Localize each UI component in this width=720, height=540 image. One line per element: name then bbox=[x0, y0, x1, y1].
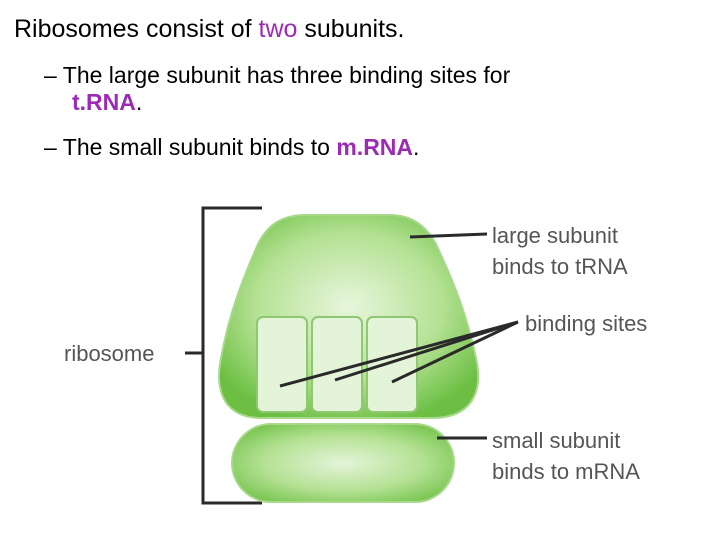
small-subunit-label: small subunit binds to mRNA bbox=[492, 425, 640, 487]
title-text-start: Ribosomes consist of bbox=[14, 15, 259, 43]
binding-site-leader-3 bbox=[391, 320, 519, 384]
small-subunit-label-line1: small subunit bbox=[492, 428, 621, 453]
bullet-small-subunit: – The small subunit binds to m.RNA. bbox=[44, 134, 419, 161]
ribosome-label: ribosome bbox=[64, 341, 155, 366]
title-highlight: two bbox=[258, 15, 298, 43]
large-subunit-leader bbox=[409, 232, 488, 239]
trna-highlight: t.RNA bbox=[72, 89, 136, 115]
bullet-text: The large subunit has three binding site… bbox=[56, 62, 511, 88]
small-subunit-label-line2: binds to mRNA bbox=[492, 459, 640, 484]
bullet-dash: – bbox=[44, 62, 57, 88]
binding-site-e bbox=[256, 316, 308, 413]
bullet-continuation: t.RNA. bbox=[44, 89, 664, 116]
small-subunit bbox=[231, 423, 455, 503]
bullet-dash: – bbox=[44, 134, 57, 160]
large-subunit-label-line2: binds to tRNA bbox=[492, 254, 628, 279]
ribosome-bracket bbox=[201, 206, 262, 505]
binding-site-leader-1 bbox=[279, 320, 519, 388]
binding-sites-label: binding sites bbox=[525, 311, 648, 336]
bullet-period: . bbox=[413, 134, 420, 160]
large-subunit-label: large subunit binds to tRNA bbox=[492, 220, 628, 282]
binding-site-leader-2 bbox=[334, 320, 519, 382]
large-subunit-label-line1: large subunit bbox=[492, 223, 618, 248]
bullet-period: . bbox=[135, 89, 143, 115]
slide-title: Ribosomes consist of two subunits. bbox=[14, 14, 404, 44]
binding-site-a bbox=[366, 316, 418, 413]
mrna-highlight: m.RNA bbox=[336, 134, 414, 160]
bullet-text: The small subunit binds to bbox=[56, 134, 337, 160]
title-text-end: subunits. bbox=[297, 15, 405, 43]
bullet-large-subunit: – The large subunit has three binding si… bbox=[44, 62, 664, 116]
